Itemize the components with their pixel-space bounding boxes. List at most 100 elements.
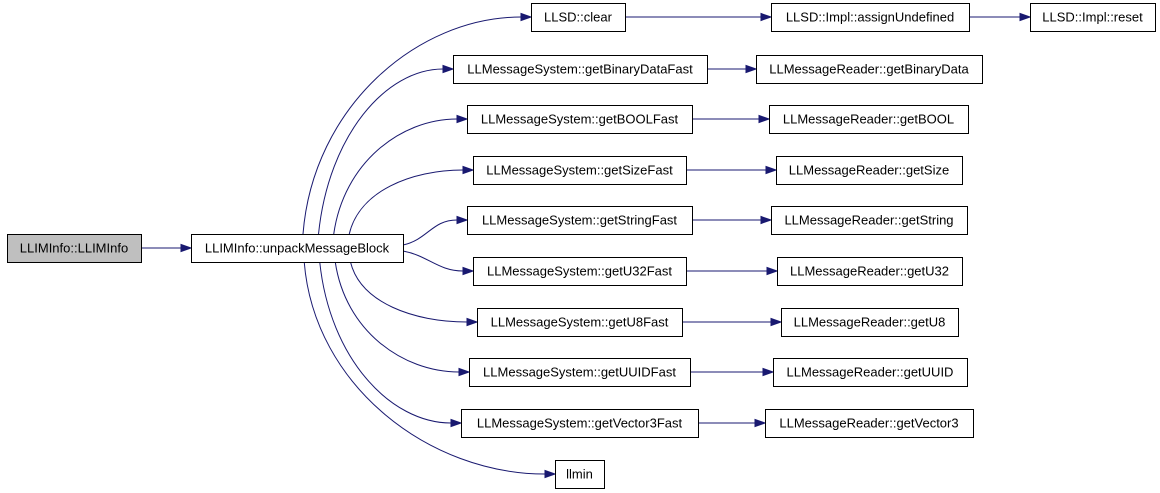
node-n10[interactable]: LLMessageReader::getSize xyxy=(776,156,963,185)
node-box xyxy=(531,3,626,32)
node-n12[interactable]: LLMessageReader::getString xyxy=(771,206,968,235)
node-box xyxy=(1030,3,1156,32)
edge-n13-n14 xyxy=(686,266,779,276)
edge-n1-n15 xyxy=(349,261,479,327)
edge-n9-n10 xyxy=(686,165,778,175)
node-n5[interactable]: LLMessageSystem::getBinaryDataFast xyxy=(453,55,708,84)
node-label: LLMessageSystem::getSizeFast xyxy=(486,163,673,178)
node-n15[interactable]: LLMessageSystem::getU8Fast xyxy=(477,308,683,337)
edge-n1-n17 xyxy=(334,261,471,377)
node-box xyxy=(781,308,959,337)
node-n16[interactable]: LLMessageReader::getU8 xyxy=(781,308,959,337)
arrowhead xyxy=(544,469,557,479)
node-box xyxy=(467,105,693,134)
edge-n5-n6 xyxy=(707,64,758,74)
arrowhead xyxy=(456,114,469,124)
node-label: llmin xyxy=(566,467,593,482)
node-n18[interactable]: LLMessageReader::getUUID xyxy=(773,358,968,387)
node-n1[interactable]: LLIMInfo::unpackMessageBlock xyxy=(191,234,404,263)
node-label: LLMessageSystem::getStringFast xyxy=(482,213,677,228)
node-label: LLMessageReader::getU32 xyxy=(790,264,949,279)
arrowhead xyxy=(458,367,471,377)
node-box xyxy=(467,206,693,235)
node-label: LLMessageReader::getBinaryData xyxy=(769,62,969,77)
edge-line xyxy=(318,68,444,235)
node-box xyxy=(771,3,970,32)
node-n3[interactable]: LLSD::Impl::assignUndefined xyxy=(771,3,970,32)
node-box xyxy=(555,460,605,489)
node-label: LLMessageReader::getSize xyxy=(789,163,949,178)
arrowhead xyxy=(180,243,193,253)
node-label: LLMessageSystem::getBinaryDataFast xyxy=(467,62,693,77)
node-box xyxy=(773,358,968,387)
node-box xyxy=(776,156,963,185)
edge-n1-n9 xyxy=(348,165,475,235)
edge-line xyxy=(334,261,460,373)
node-n11[interactable]: LLMessageSystem::getStringFast xyxy=(467,206,693,235)
node-label: LLMessageReader::getU8 xyxy=(794,315,946,330)
node-n6[interactable]: LLMessageReader::getBinaryData xyxy=(756,55,983,84)
node-label: LLMessageReader::getBOOL xyxy=(783,112,954,127)
node-box xyxy=(469,358,691,387)
edge-n1-n13 xyxy=(402,250,475,276)
node-n7[interactable]: LLMessageSystem::getBOOLFast xyxy=(467,105,693,134)
node-n13[interactable]: LLMessageSystem::getU32Fast xyxy=(473,257,687,286)
edge-n15-n16 xyxy=(682,317,783,327)
node-label: LLSD::clear xyxy=(544,10,613,25)
node-label: LLSD::Impl::assignUndefined xyxy=(786,10,954,25)
edge-line xyxy=(319,261,452,424)
arrowhead xyxy=(766,266,779,276)
node-label: LLIMInfo::unpackMessageBlock xyxy=(205,241,390,256)
edge-line xyxy=(402,219,458,246)
node-n21[interactable]: llmin xyxy=(555,460,605,489)
arrowhead xyxy=(1019,12,1032,22)
arrowhead xyxy=(762,367,775,377)
edge-n3-n4 xyxy=(969,12,1032,22)
node-box xyxy=(473,156,687,185)
node-n2[interactable]: LLSD::clear xyxy=(531,3,626,32)
edge-n19-n20 xyxy=(698,418,767,428)
node-label: LLMessageReader::getString xyxy=(784,213,953,228)
edge-n1-n11 xyxy=(402,215,469,246)
arrowhead xyxy=(466,317,479,327)
node-n20[interactable]: LLMessageReader::getVector3 xyxy=(765,409,974,438)
node-box xyxy=(765,409,974,438)
edge-n2-n3 xyxy=(625,12,773,22)
node-label: LLMessageSystem::getUUIDFast xyxy=(483,365,676,380)
edge-line xyxy=(348,169,464,235)
arrowhead xyxy=(450,418,463,428)
arrowhead xyxy=(442,64,455,74)
edge-n7-n8 xyxy=(692,114,771,124)
node-label: LLMessageSystem::getU8Fast xyxy=(491,315,669,330)
node-box xyxy=(756,55,983,84)
node-box xyxy=(7,234,142,263)
arrowhead xyxy=(745,64,758,74)
node-n8[interactable]: LLMessageReader::getBOOL xyxy=(769,105,969,134)
node-box xyxy=(473,257,687,286)
node-n4[interactable]: LLSD::Impl::reset xyxy=(1030,3,1156,32)
arrowhead xyxy=(758,114,771,124)
node-label: LLMessageSystem::getU32Fast xyxy=(487,264,672,279)
node-box xyxy=(771,206,968,235)
node-n17[interactable]: LLMessageSystem::getUUIDFast xyxy=(469,358,691,387)
node-n14[interactable]: LLMessageReader::getU32 xyxy=(777,257,963,286)
arrowhead xyxy=(456,215,469,225)
edge-line xyxy=(349,261,468,323)
edge-n1-n7 xyxy=(333,114,469,235)
node-label: LLMessageReader::getUUID xyxy=(787,365,954,380)
node-n19[interactable]: LLMessageSystem::getVector3Fast xyxy=(461,409,699,438)
node-box xyxy=(477,308,683,337)
edge-n1-n2 xyxy=(302,12,533,235)
edge-line xyxy=(303,261,546,475)
edge-line xyxy=(302,16,522,235)
node-label: LLIMInfo::LLIMInfo xyxy=(20,241,128,256)
node-n9[interactable]: LLMessageSystem::getSizeFast xyxy=(473,156,687,185)
edge-n1-n5 xyxy=(318,64,455,235)
node-n0[interactable]: LLIMInfo::LLIMInfo xyxy=(7,234,142,263)
arrowhead xyxy=(760,12,773,22)
arrowhead xyxy=(462,165,475,175)
nodes-layer: LLIMInfo::LLIMInfo LLIMInfo::unpackMessag… xyxy=(7,3,1156,489)
node-box xyxy=(191,234,404,263)
arrowhead xyxy=(765,165,778,175)
